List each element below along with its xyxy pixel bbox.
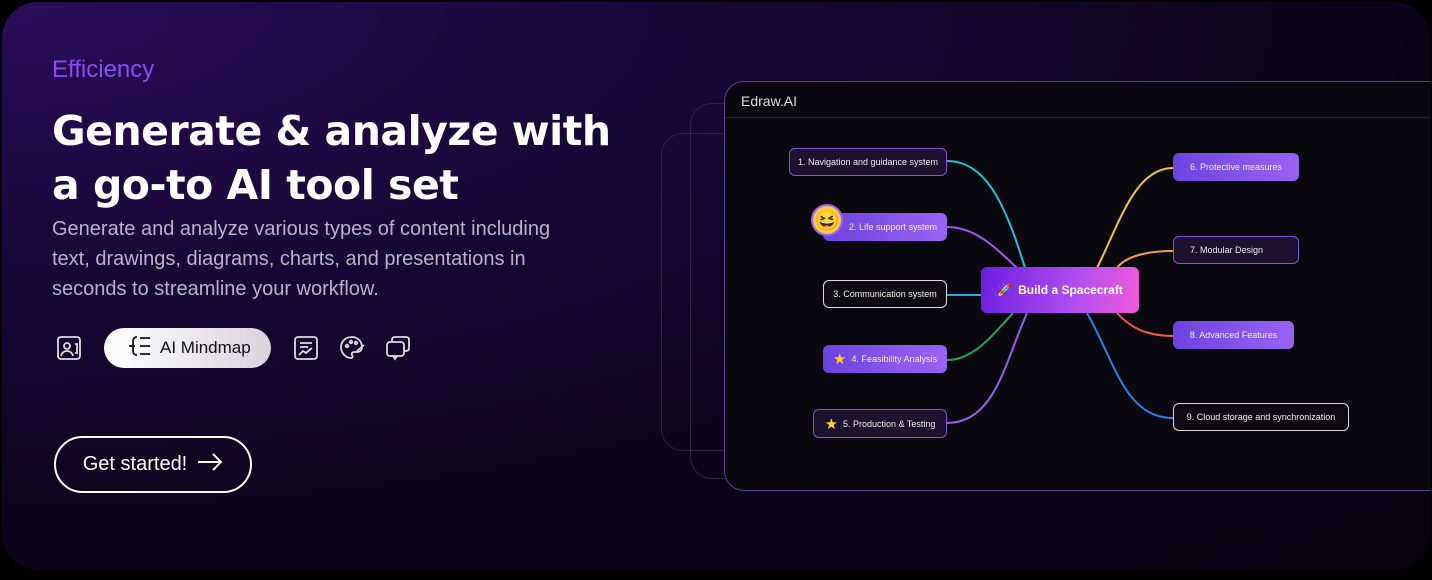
star-icon: ★ xyxy=(833,351,847,368)
node-label: 2. Life support system xyxy=(848,222,938,232)
node-label: 5. Production & Testing xyxy=(843,418,936,429)
mindmap-node-5[interactable]: ★ 5. Production & Testing xyxy=(813,409,947,438)
node-label: 7. Modular Design xyxy=(1190,245,1264,255)
mindmap-center-node[interactable]: 🚀 Build a Spacecraft xyxy=(981,267,1139,313)
get-started-button[interactable]: Get started! xyxy=(54,436,252,493)
node-label: 3. Communication system xyxy=(833,289,937,299)
node-label: 1. Navigation and guidance system xyxy=(797,157,939,167)
palette-icon[interactable] xyxy=(337,333,367,363)
connector-2 xyxy=(946,226,1018,269)
connector-lines xyxy=(946,160,1174,424)
mindmap-node-7[interactable]: 7. Modular Design xyxy=(1173,236,1299,264)
connector-1 xyxy=(946,160,1026,269)
mindmap-icon xyxy=(128,335,152,362)
cta-label: Get started! xyxy=(82,453,188,475)
headline-line-1: Generate & analyze with xyxy=(52,107,611,155)
mindmap-node-1[interactable]: 1. Navigation and guidance system xyxy=(789,148,947,176)
node-label: 4. Feasibility Analysis xyxy=(851,354,937,364)
mindmap-node-9[interactable]: 9. Cloud storage and synchronization xyxy=(1173,403,1349,431)
eyebrow: Efficiency xyxy=(52,56,155,83)
app-title: Edraw.AI xyxy=(725,82,1430,118)
description: Generate and analyze various types of co… xyxy=(52,218,551,300)
tab-ai-mindmap[interactable]: AI Mindmap xyxy=(104,328,271,368)
tool-tabs: AI Mindmap xyxy=(54,328,413,368)
connector-9 xyxy=(1086,312,1174,419)
image-icon[interactable] xyxy=(54,333,84,363)
laughing-emoji-icon: 😆 xyxy=(811,204,843,236)
node-label: 6. Protective measures xyxy=(1189,162,1283,172)
connector-4 xyxy=(946,312,1014,361)
arrow-right-icon xyxy=(197,452,223,478)
chat-icon[interactable] xyxy=(383,333,413,363)
node-label: 9. Cloud storage and synchronization xyxy=(1186,412,1336,422)
node-label: 8. Advanced Features xyxy=(1189,330,1278,340)
mindmap-node-8[interactable]: 8. Advanced Features xyxy=(1173,321,1294,349)
mindmap-node-2[interactable]: 2. Life support system xyxy=(823,213,947,241)
star-icon: ★ xyxy=(824,415,839,433)
app-preview-window: Edraw.AI 1. Navigation and guidance syst… xyxy=(724,81,1430,491)
feature-card: Efficiency Generate & analyze with a go-t… xyxy=(2,2,1430,570)
chart-doc-icon[interactable] xyxy=(291,333,321,363)
mindmap-node-4[interactable]: ★ 4. Feasibility Analysis xyxy=(823,345,947,373)
mindmap-node-6[interactable]: 6. Protective measures xyxy=(1173,153,1299,181)
rocket-icon: 🚀 xyxy=(997,283,1013,297)
tab-label: AI Mindmap xyxy=(160,338,251,357)
mindmap-node-3[interactable]: 3. Communication system xyxy=(823,280,947,308)
connector-8 xyxy=(1116,312,1174,337)
center-label: Build a Spacecraft xyxy=(1018,283,1123,297)
headline-line-2: a go-to AI tool set xyxy=(52,161,459,209)
connector-5 xyxy=(946,312,1028,424)
headline: Generate & analyze with a go-to AI tool s… xyxy=(52,104,611,212)
connector-7 xyxy=(1116,250,1174,269)
connector-6 xyxy=(1096,167,1174,269)
